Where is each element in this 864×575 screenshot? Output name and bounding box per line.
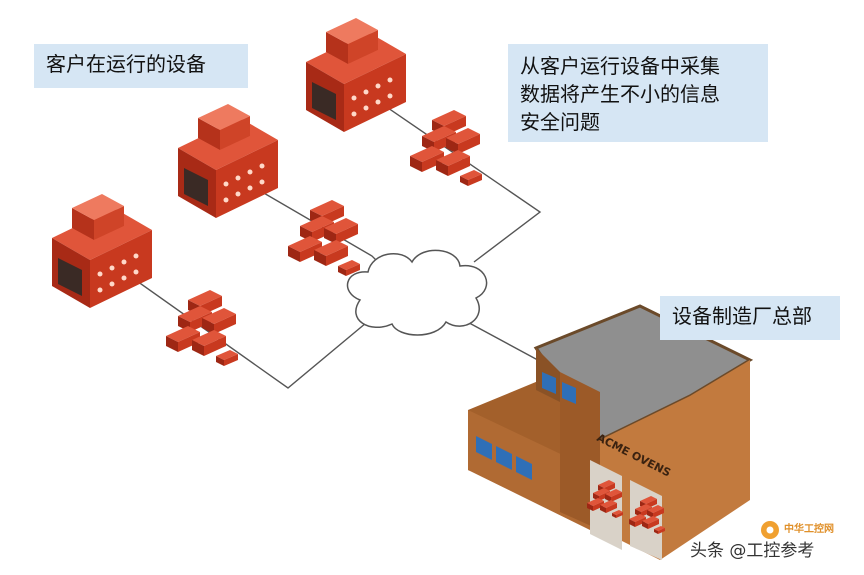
label-manufacturer-hq: 设备制造厂总部 [660,296,840,340]
data-bricks-icon [288,200,360,276]
internet-cloud [346,249,488,336]
label-customer-equipment: 客户在运行的设备 [34,44,248,88]
risk-line: 数据将产生不小的信息 [520,82,720,106]
link-lower [109,261,373,389]
risk-line: 从客户运行设备中采集 [520,54,720,78]
risk-line: 安全问题 [520,110,600,134]
data-bricks-icon [410,110,482,186]
link-upper [349,81,542,263]
gear-icon [761,521,779,539]
factory-building-icon: ACME OVENS [468,304,754,560]
watermark-author: 头条 @工控参考 [690,541,815,561]
oven-icon [52,194,152,308]
oven-icon [178,104,278,218]
data-bricks-icon [166,290,238,366]
oven-icon [306,18,406,132]
watermark-site: 中华工控网 [784,524,834,535]
label-security-risk: 从客户运行设备中采集 数据将产生不小的信息 安全问题 [508,44,768,142]
